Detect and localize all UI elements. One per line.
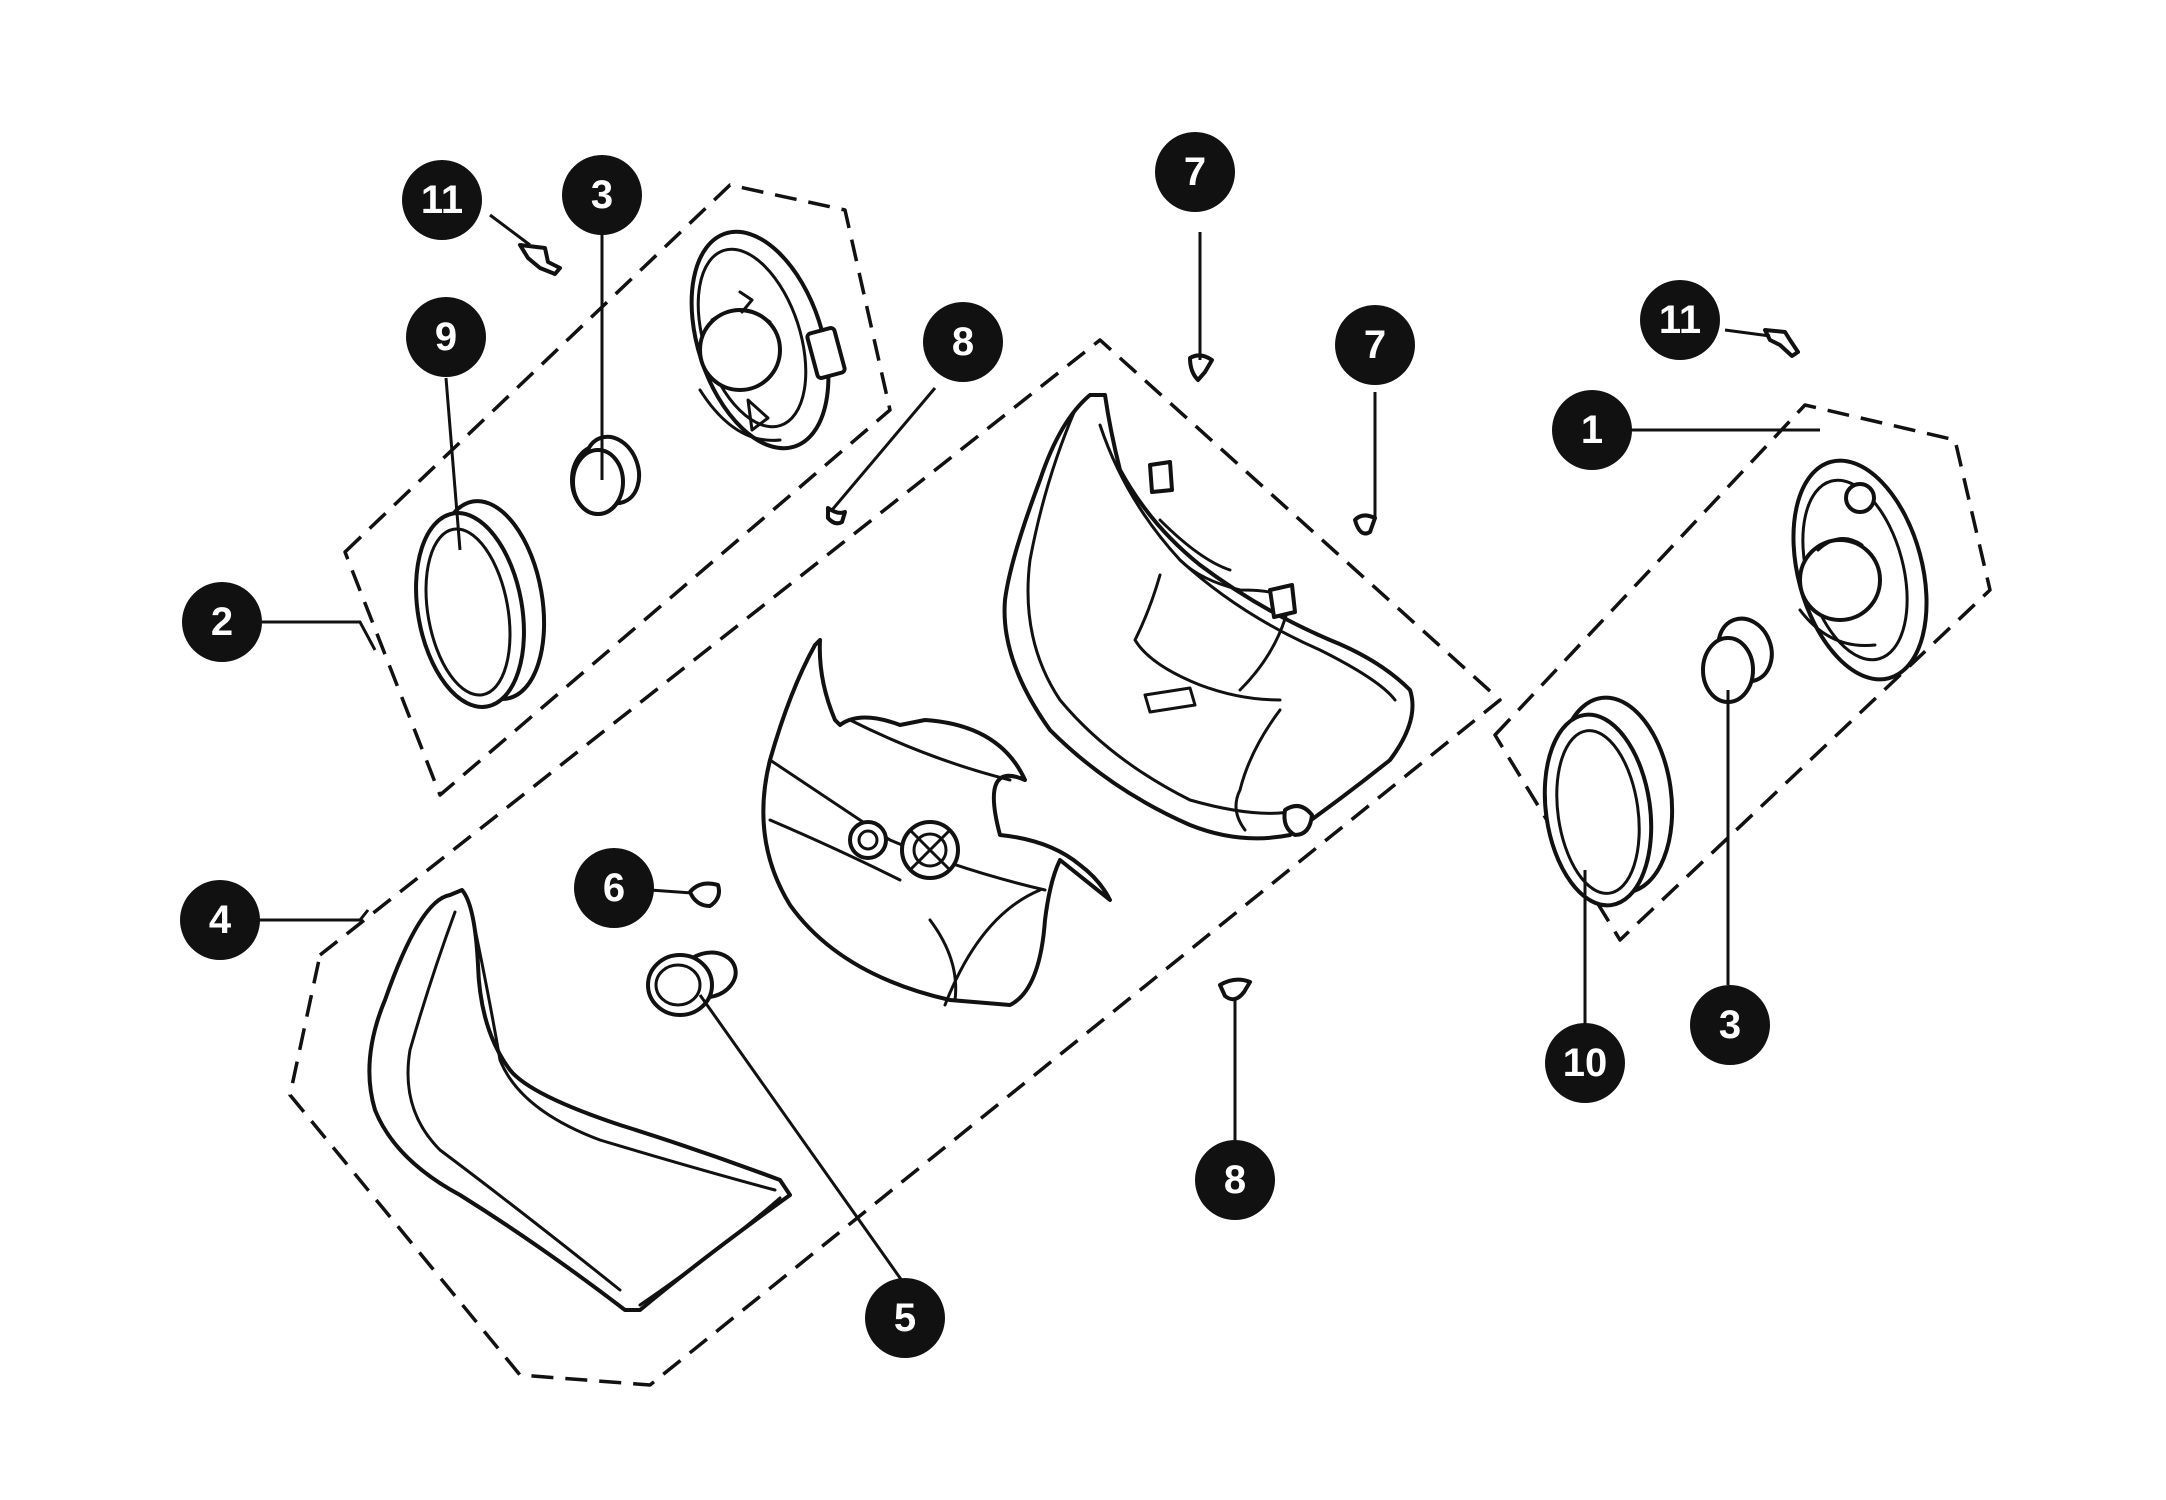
- callout-label: 1: [1581, 408, 1603, 452]
- callout-1: 1: [1552, 390, 1632, 470]
- callout-9: 9: [406, 297, 486, 377]
- screw-8-bottom: [1218, 977, 1252, 1002]
- bulb-socket-5: [646, 950, 738, 1017]
- callout-7-right: 7: [1335, 305, 1415, 385]
- callout-5: 5: [865, 1278, 945, 1358]
- left-bulb: [570, 434, 642, 516]
- screw-7-right: [1353, 513, 1377, 536]
- screw-11-right: [1763, 328, 1800, 358]
- callout-label: 7: [1184, 150, 1206, 194]
- callout-label: 2: [211, 600, 233, 644]
- screw-8-top: [826, 506, 847, 526]
- callouts: 11 3 9 2 8 7 7 11 1 6 4: [180, 132, 1770, 1358]
- callout-8-bottom: 8: [1195, 1140, 1275, 1220]
- callout-3-left: 3: [562, 155, 642, 235]
- right-trim-bezel: [1002, 393, 1415, 841]
- right-bulb: [1701, 616, 1774, 704]
- callout-label: 4: [209, 898, 232, 942]
- callout-4: 4: [180, 880, 260, 960]
- callout-8-top: 8: [923, 302, 1003, 382]
- callout-2: 2: [182, 582, 262, 662]
- callout-3-right: 3: [1690, 985, 1770, 1065]
- callout-10: 10: [1545, 1023, 1625, 1103]
- callout-6: 6: [574, 848, 654, 928]
- callout-label: 11: [1659, 298, 1701, 342]
- screw-11-left: [518, 243, 562, 276]
- left-trim-bezel: [367, 888, 792, 1312]
- leader-lines: [255, 213, 1820, 1286]
- left-assembly-outline: [343, 183, 892, 797]
- right-lens: [1542, 695, 1675, 908]
- callout-label: 5: [894, 1296, 916, 1340]
- callout-label: 8: [952, 320, 974, 364]
- callout-11-right: 11: [1640, 280, 1720, 360]
- center-assembly-outline: [288, 338, 1502, 1387]
- callout-label: 8: [1224, 1158, 1246, 1202]
- callout-11-left: 11: [402, 160, 482, 240]
- left-lens: [414, 499, 547, 709]
- callout-label: 11: [421, 178, 463, 222]
- callout-label: 3: [591, 173, 613, 217]
- callout-label: 9: [435, 315, 457, 359]
- callout-label: 6: [603, 866, 625, 910]
- right-lamp-unit: [1791, 458, 1929, 682]
- screw-7-top: [1188, 353, 1214, 382]
- center-reflector: [761, 638, 1112, 1007]
- callout-label: 7: [1364, 323, 1386, 367]
- left-lamp-unit: [689, 229, 847, 451]
- callout-label: 3: [1719, 1003, 1741, 1047]
- callout-label: 10: [1563, 1041, 1608, 1085]
- clip-6: [688, 881, 721, 908]
- callout-7-top: 7: [1155, 132, 1235, 212]
